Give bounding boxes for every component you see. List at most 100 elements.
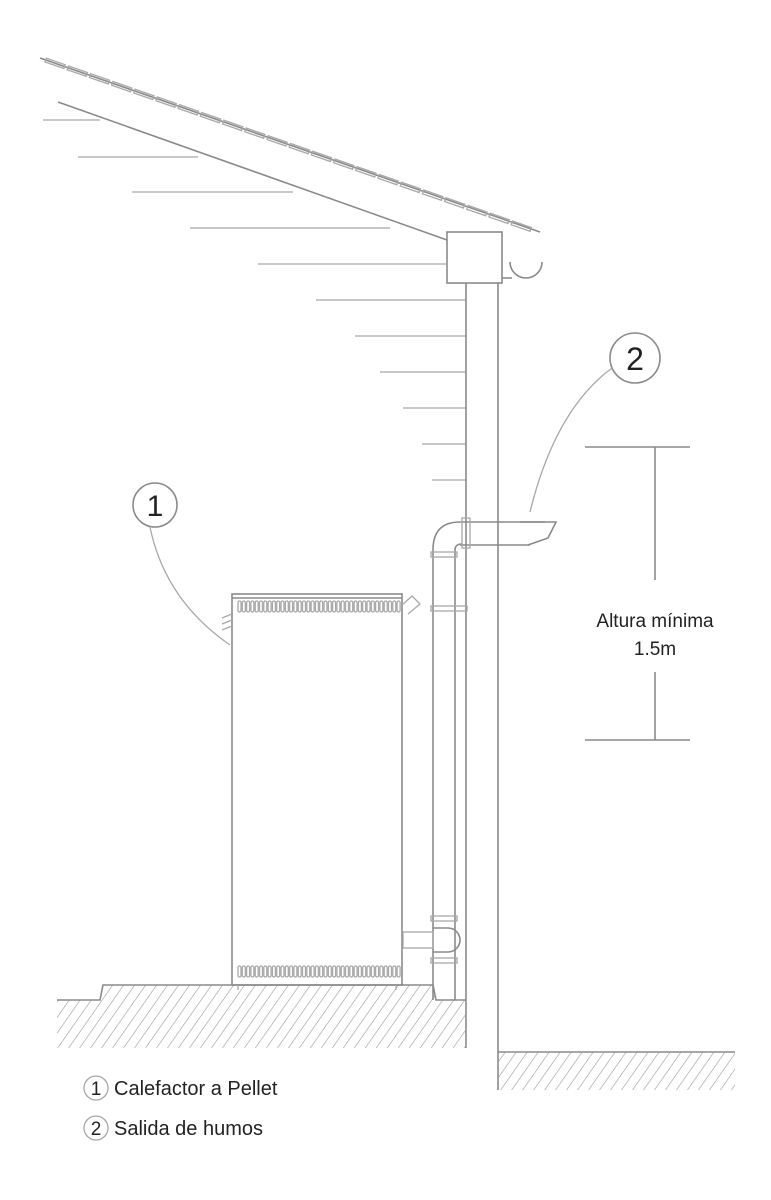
grille-slot	[327, 600, 332, 613]
grille-slot	[284, 965, 289, 978]
grille-slot	[297, 600, 302, 613]
grille-slot	[374, 600, 380, 613]
grille-slot	[336, 600, 341, 613]
roof-tile	[354, 165, 377, 178]
roof-tile	[288, 142, 311, 155]
heater-bottom-grille	[237, 965, 401, 978]
grille-slot	[323, 600, 328, 613]
callout-1-number: 1	[147, 490, 164, 523]
grille-slot	[387, 965, 393, 978]
grille-slot	[319, 965, 324, 978]
grille-slot	[314, 600, 320, 613]
grille-slot	[340, 600, 345, 613]
legend-item-1-number: 1	[91, 1079, 102, 1100]
roof-tile	[443, 196, 466, 209]
grille-slot	[280, 600, 285, 613]
roof-tile	[177, 103, 200, 116]
grille-slot	[340, 965, 345, 978]
pellet-heater	[221, 593, 421, 990]
grille-slot	[267, 600, 272, 613]
grille-slot	[263, 600, 268, 613]
roof-tile	[110, 80, 133, 93]
roof	[39, 57, 543, 284]
grille-slot	[250, 965, 255, 978]
grille-slot	[241, 965, 246, 978]
grille-slot	[276, 600, 281, 613]
grille-slot	[310, 600, 315, 613]
exterior-wall	[465, 283, 499, 1090]
minimum-height-dimension: Altura mínima 1.5m	[585, 446, 714, 741]
flue-terminal	[520, 521, 558, 546]
grille-slot	[288, 600, 294, 613]
roof-tile	[221, 119, 244, 132]
grille-slot	[370, 965, 375, 978]
roof-tile	[132, 88, 155, 101]
legend-item-2-label: Salida de humos	[114, 1118, 263, 1140]
grille-slot	[267, 965, 272, 978]
grille-slot	[301, 600, 307, 613]
grille-slot	[245, 965, 251, 978]
heater-hopper-lid	[401, 595, 421, 615]
roof-tile	[377, 173, 400, 186]
wall-bracket	[430, 605, 468, 612]
flue-pipe	[402, 517, 558, 1000]
roof-tile	[465, 204, 488, 217]
grille-slot	[327, 965, 332, 978]
grille-slot	[263, 965, 268, 978]
grille-slot	[353, 600, 358, 613]
grille-slot	[362, 600, 367, 613]
grille-slot	[293, 600, 298, 613]
heater-outlet	[402, 931, 434, 949]
grille-slot	[349, 600, 354, 613]
grille-slot	[250, 600, 255, 613]
grille-slot	[383, 600, 388, 613]
roof-tile	[66, 65, 89, 78]
grille-slot	[366, 600, 371, 613]
grille-slot	[310, 965, 315, 978]
roof-tile	[88, 72, 111, 85]
grille-slot	[241, 600, 246, 613]
grille-slot	[258, 965, 264, 978]
grille-slot	[374, 965, 380, 978]
roof-tile	[155, 96, 178, 109]
grille-slot	[301, 965, 307, 978]
grille-slot	[271, 600, 277, 613]
grille-slot	[271, 965, 277, 978]
interior-floor	[57, 984, 466, 1048]
roof-tile	[510, 220, 533, 233]
grille-slot	[306, 965, 311, 978]
callout-1-leader	[149, 526, 231, 646]
callout-2: 2	[529, 332, 661, 513]
roof-tile	[199, 111, 222, 124]
dimension-label: Altura mínima	[596, 611, 714, 632]
roof-tile	[266, 134, 289, 147]
grille-slot	[379, 600, 384, 613]
callout-2-leader	[529, 367, 613, 513]
roof-tile	[310, 150, 333, 163]
grille-slot	[258, 600, 264, 613]
roof-tile	[399, 181, 422, 194]
grille-slot	[288, 965, 294, 978]
grille-slot	[314, 965, 320, 978]
exterior-ground	[498, 1051, 735, 1090]
grille-slot	[396, 965, 401, 978]
grille-slot	[396, 600, 401, 613]
roof-tile	[332, 158, 355, 171]
grille-slot	[319, 600, 324, 613]
fascia-beam	[446, 231, 503, 284]
grille-slot	[383, 965, 388, 978]
grille-slot	[379, 965, 384, 978]
grille-slot	[297, 965, 302, 978]
grille-slot	[276, 965, 281, 978]
callout-1: 1	[132, 482, 231, 646]
grille-slot	[331, 600, 337, 613]
grille-slot	[353, 965, 358, 978]
grille-slot	[349, 965, 354, 978]
roof-tile	[488, 212, 511, 225]
grille-slot	[331, 965, 337, 978]
t-fitting	[433, 927, 461, 953]
roof-tile	[44, 57, 67, 70]
interior-reference-lines	[43, 119, 466, 481]
